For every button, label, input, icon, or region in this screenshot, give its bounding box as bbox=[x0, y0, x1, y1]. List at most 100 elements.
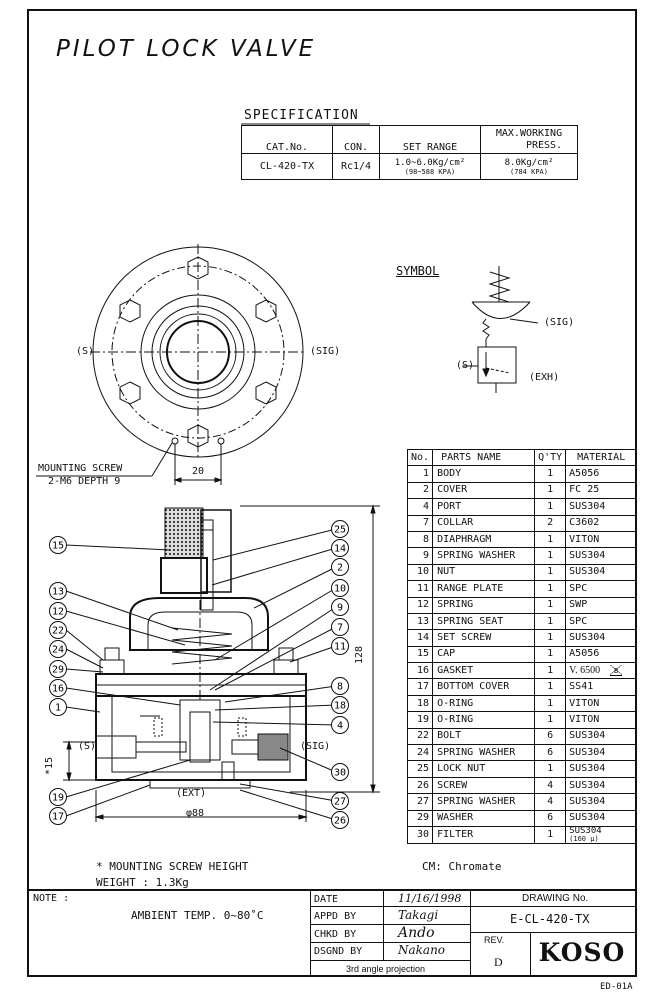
spec-header-cat-no: CAT.No. bbox=[241, 125, 333, 154]
part-name: DIAPHRAGM bbox=[432, 530, 536, 549]
part-name-text: RANGE PLATE bbox=[437, 582, 504, 594]
part-number-text: 11 bbox=[417, 582, 430, 594]
part-material: SUS304 bbox=[565, 498, 638, 516]
part-qty: 1 bbox=[534, 563, 567, 582]
symbol-exh-label: (EXH) bbox=[529, 372, 560, 383]
part-material: V. 6500 B bbox=[565, 662, 638, 680]
part-number: 25 bbox=[406, 760, 434, 778]
part-material: A5056 bbox=[565, 465, 638, 483]
part-number-text: 2 bbox=[423, 484, 430, 496]
form-code: ED-01A bbox=[600, 982, 633, 992]
date-value: 11/16/1998 bbox=[398, 892, 462, 905]
balloon-number: 17 bbox=[52, 812, 64, 823]
part-material-text: SUS304 bbox=[569, 550, 606, 562]
part-number-text: 24 bbox=[417, 746, 430, 758]
part-material: SWP bbox=[565, 596, 638, 614]
part-number-text: 16 bbox=[417, 664, 430, 676]
chkd-signature: Ando bbox=[398, 925, 435, 941]
part-balloon: 18 bbox=[331, 696, 349, 714]
part-number: 19 bbox=[406, 711, 434, 729]
part-number-text: 18 bbox=[417, 697, 430, 709]
title-block-row-line-2 bbox=[310, 924, 470, 925]
part-material-text: V. 6500 bbox=[569, 664, 601, 676]
part-balloon: 17 bbox=[49, 807, 67, 825]
chromate-note: CM: Chromate bbox=[422, 860, 502, 873]
part-name: SPRING WASHER bbox=[432, 793, 536, 811]
part-qty: 4 bbox=[534, 776, 567, 795]
part-qty-text: 1 bbox=[547, 828, 554, 840]
filter-mesh-note: (160 μ) bbox=[569, 834, 599, 843]
part-name: FILTER bbox=[432, 825, 536, 844]
part-qty-text: 1 bbox=[547, 468, 554, 480]
part-name-text: SPRING SEAT bbox=[437, 615, 504, 627]
date-label: DATE bbox=[314, 894, 339, 905]
part-qty-text: 1 bbox=[547, 681, 554, 693]
part-name: SET SCREW bbox=[432, 629, 536, 647]
part-qty-text: 1 bbox=[547, 484, 554, 496]
part-name-text: SPRING bbox=[437, 599, 474, 611]
balloon-number: 19 bbox=[52, 793, 64, 804]
part-qty: 6 bbox=[534, 744, 567, 762]
part-number-text: 17 bbox=[417, 681, 430, 693]
part-name-text: SCREW bbox=[437, 779, 468, 791]
title-block-row-line-4 bbox=[310, 960, 470, 961]
part-material: SUS304 bbox=[565, 809, 638, 827]
part-qty-text: 6 bbox=[547, 730, 554, 742]
part-qty: 4 bbox=[534, 793, 567, 811]
balloon-number: 24 bbox=[52, 645, 64, 656]
part-qty: 1 bbox=[534, 760, 567, 778]
part-name: COVER bbox=[432, 481, 536, 500]
part-number-text: 10 bbox=[417, 566, 430, 578]
balloon-number: 13 bbox=[52, 587, 64, 598]
part-name: RANGE PLATE bbox=[432, 580, 536, 598]
part-name-text: SPRING WASHER bbox=[437, 795, 516, 807]
part-qty-text: 1 bbox=[547, 550, 554, 562]
revision-triangle-mark: B bbox=[610, 664, 623, 676]
symbol-s-label: (S) bbox=[456, 360, 475, 371]
balloon-circle bbox=[331, 598, 349, 616]
part-name: COLLAR bbox=[432, 514, 536, 532]
parts-table-header-row: No. PARTS NAME Q'TY MATERIAL bbox=[406, 448, 638, 467]
balloon-circle bbox=[49, 807, 67, 825]
symbol-sig-label: (SIG) bbox=[544, 317, 575, 328]
part-material-text: VITON bbox=[569, 697, 600, 709]
parts-header-no: No. bbox=[406, 448, 434, 467]
part-number: 4 bbox=[406, 498, 434, 516]
part-qty: 1 bbox=[534, 694, 567, 713]
part-qty: 1 bbox=[534, 678, 567, 696]
part-number: 12 bbox=[406, 596, 434, 614]
part-balloon: 26 bbox=[331, 811, 349, 829]
part-number: 8 bbox=[406, 530, 434, 549]
balloon-number: 22 bbox=[52, 626, 64, 637]
part-qty: 1 bbox=[534, 547, 567, 565]
koso-logo: KOSO bbox=[538, 938, 626, 967]
part-qty-text: 4 bbox=[547, 779, 554, 791]
part-name: SCREW bbox=[432, 776, 536, 795]
title-block-row-line-5 bbox=[470, 906, 637, 907]
balloon-number: 30 bbox=[334, 768, 346, 779]
part-name: O-RING bbox=[432, 711, 536, 729]
part-number-text: 15 bbox=[417, 648, 430, 660]
mounting-screw-spec: 2-M6 DEPTH 9 bbox=[48, 476, 121, 487]
dsgnd-by-label: DSGND BY bbox=[314, 946, 363, 957]
rev-label: REV. bbox=[484, 935, 505, 945]
balloon-number: 26 bbox=[334, 816, 346, 827]
appd-by-label: APPD BY bbox=[314, 911, 357, 922]
part-name: SPRING WASHER bbox=[432, 744, 536, 762]
part-qty: 1 bbox=[534, 580, 567, 598]
title-block-row-line-3 bbox=[310, 942, 470, 943]
part-name-text: PORT bbox=[437, 500, 462, 512]
part-material: SPC bbox=[565, 580, 638, 598]
part-balloon: 24 bbox=[49, 640, 67, 658]
part-number: 15 bbox=[406, 645, 434, 664]
part-material: SUS304 bbox=[565, 629, 638, 647]
part-name: WASHER bbox=[432, 809, 536, 827]
part-qty: 1 bbox=[534, 645, 567, 664]
